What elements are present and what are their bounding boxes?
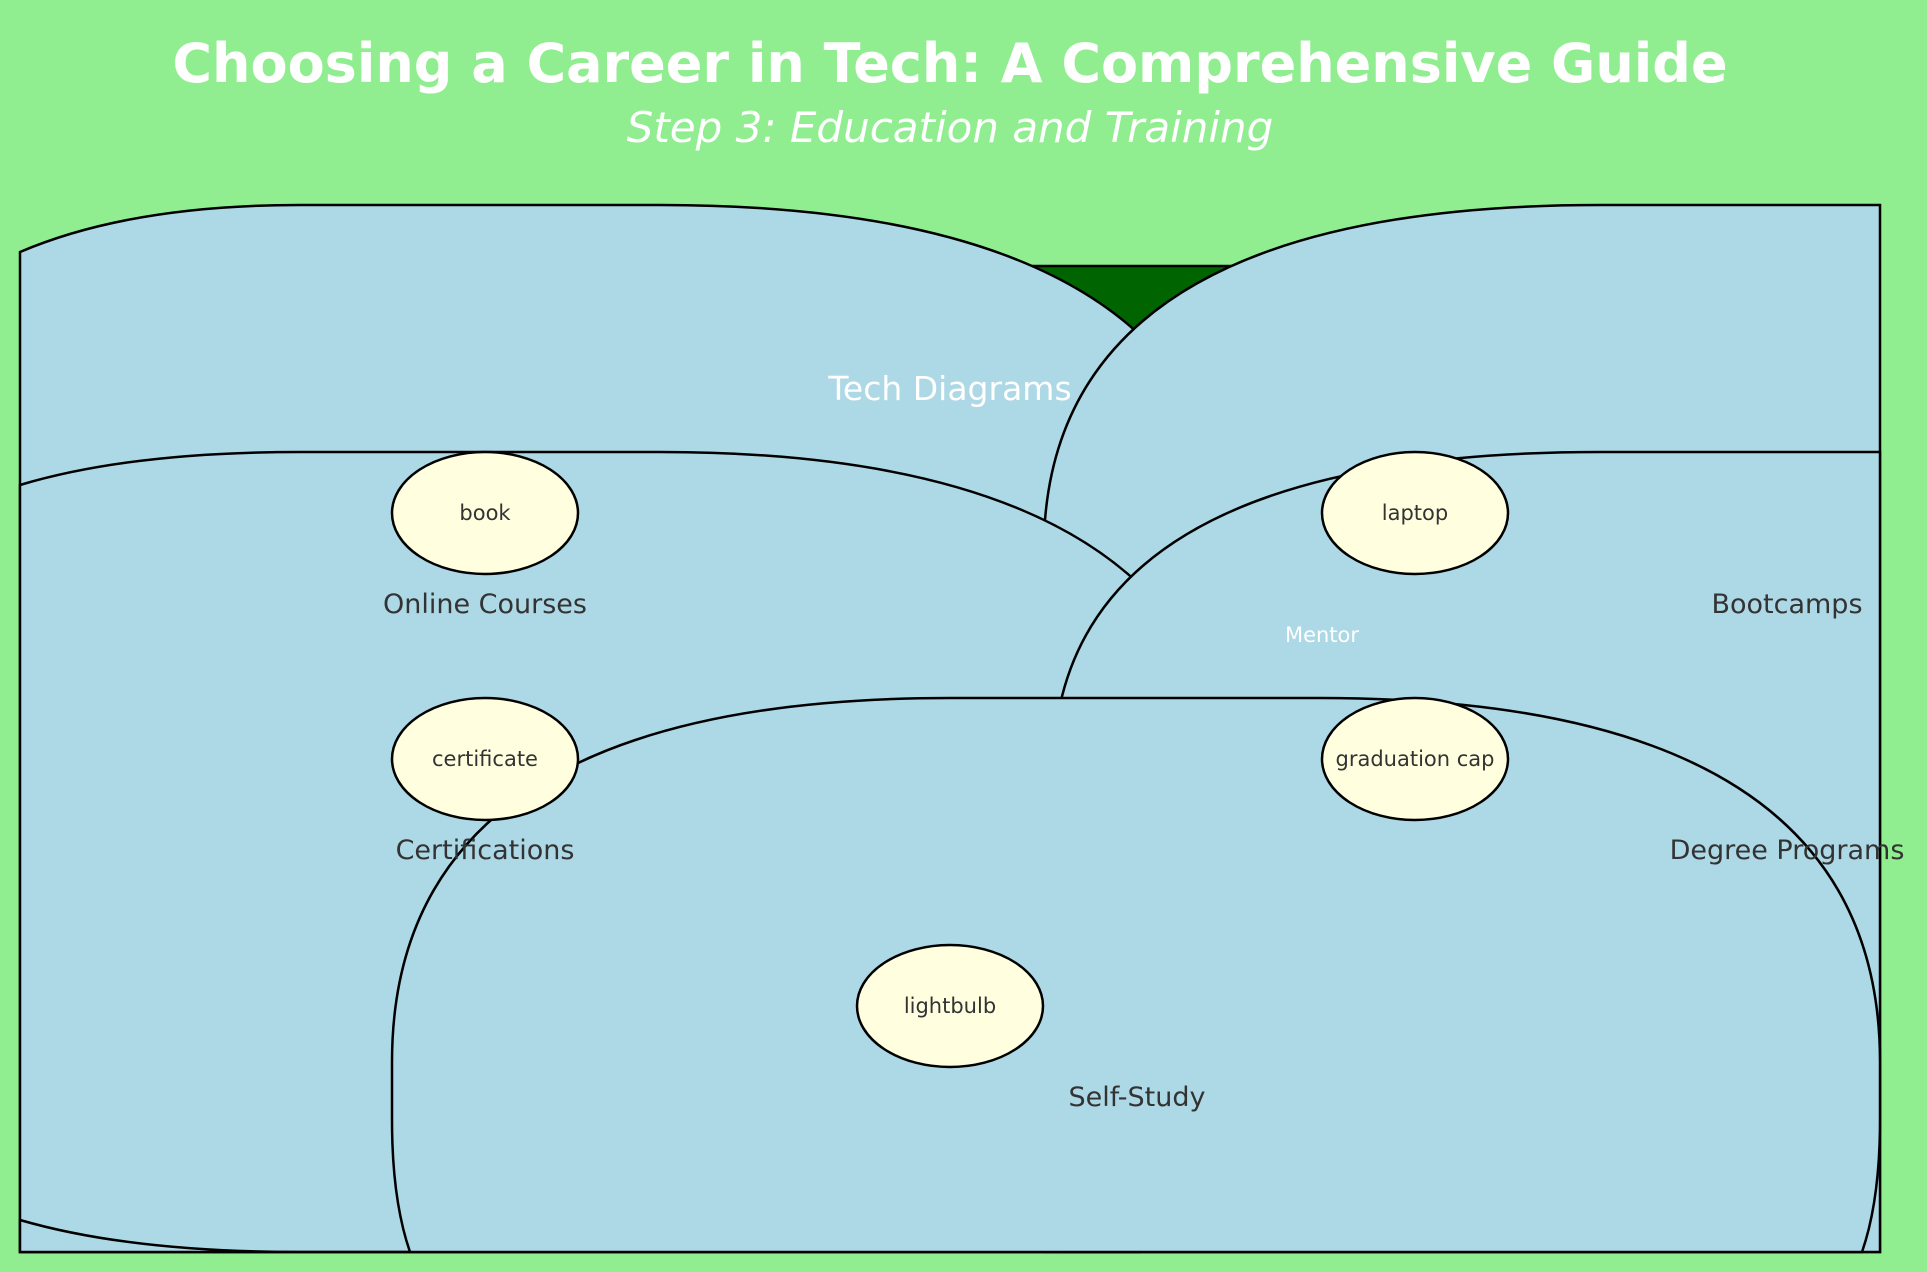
graduation-cap-icon: graduation cap [1320, 696, 1510, 822]
node-shape-certifications [18, 1218, 410, 1254]
certificate-icon: certificate [390, 696, 580, 822]
book-icon-label: book [459, 501, 511, 525]
certificate-icon-label: certificate [432, 747, 538, 771]
book-icon: book [390, 450, 580, 576]
node-label-self-study: Self-Study [1069, 1082, 1206, 1113]
graduation-cap-icon-label: graduation cap [1336, 747, 1495, 771]
lightbulb-icon-label: lightbulb [904, 994, 996, 1018]
node-label-bootcamps: Bootcamps [1711, 589, 1862, 620]
page-title: Choosing a Career in Tech: A Comprehensi… [172, 32, 1727, 95]
laptop-icon: laptop [1320, 450, 1510, 576]
laptop-icon-label: laptop [1382, 501, 1448, 525]
node-label-online-courses: Online Courses [383, 589, 587, 620]
node-shape-self-study [390, 696, 1882, 1254]
edge-label-mentor: Mentor [1285, 623, 1359, 647]
node-label-certifications: Certifications [396, 835, 575, 866]
lightbulb-icon: lightbulb [855, 943, 1045, 1069]
center-label: Tech Diagrams [827, 369, 1071, 408]
page-subtitle: Step 3: Education and Training [627, 103, 1274, 152]
node-label-degree-programs: Degree Programs [1670, 835, 1905, 866]
